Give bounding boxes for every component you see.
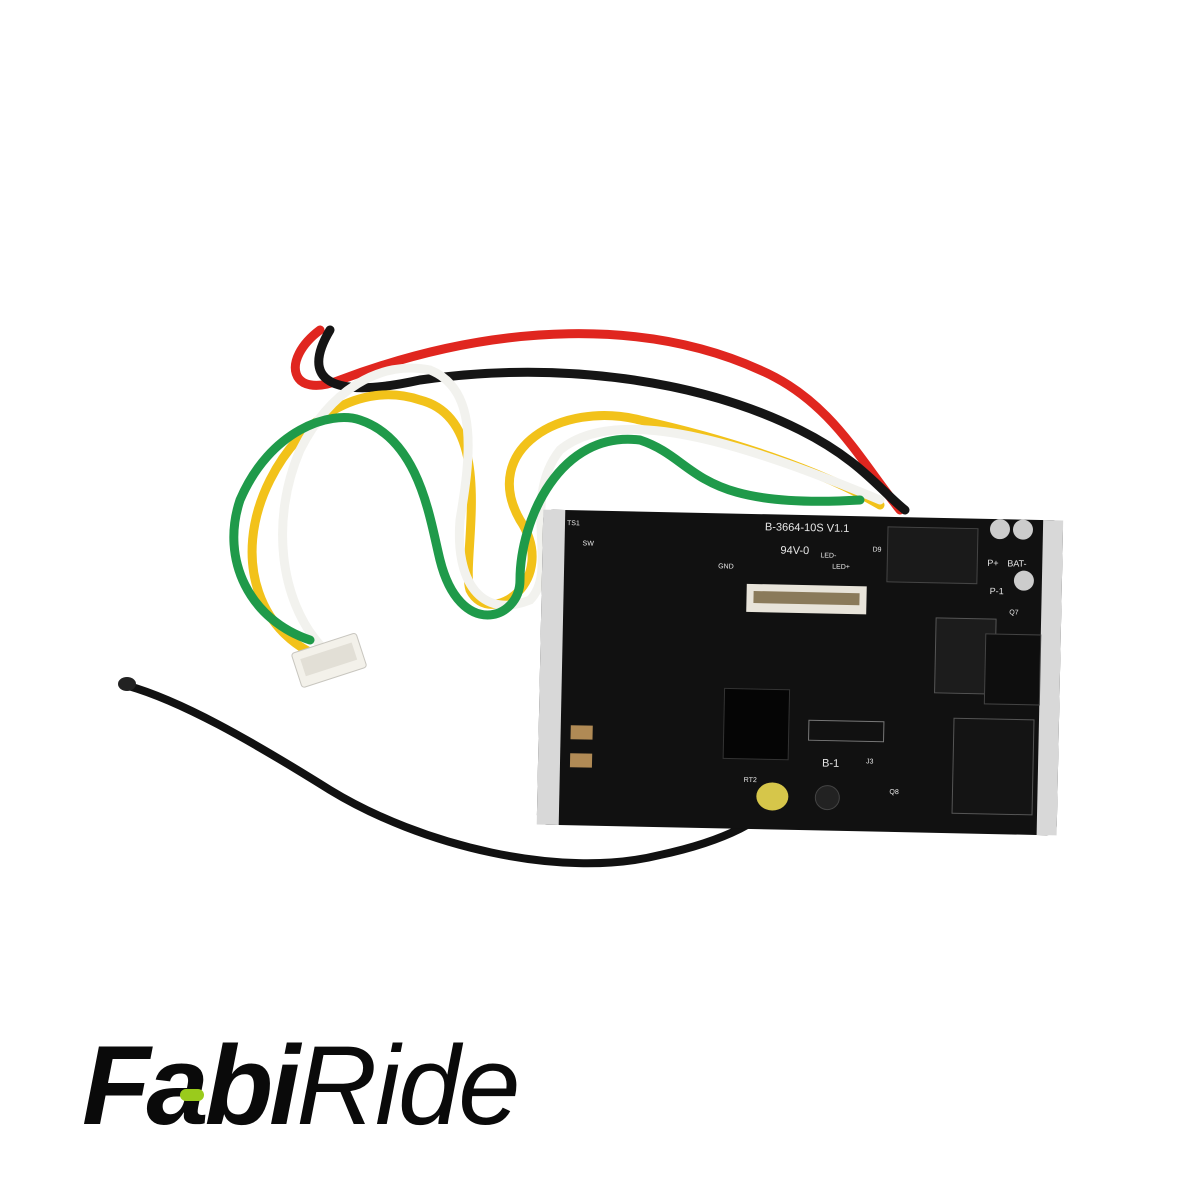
pad-label-p-plus: P+: [987, 558, 998, 568]
thermistor-tip: [118, 677, 136, 691]
silk-j3: J3: [866, 758, 874, 765]
green-wire: [229, 413, 865, 645]
silk-rt2: RT2: [744, 777, 757, 784]
brand-logo: Fabi Ride: [82, 1023, 521, 1148]
silk-led-minus: LED-: [820, 552, 837, 559]
silk-gnd: GND: [718, 563, 734, 570]
pcb-board: B-3664-10S V1.1 94V-0 B-1 P+ BAT- P-1 TS…: [536, 509, 1064, 836]
wire-harness: [121, 325, 910, 868]
red-wire: [290, 325, 905, 515]
pad-label-p1: P-1: [990, 586, 1004, 596]
board-model-label: B-3664-10S V1.1: [765, 521, 850, 535]
silk-q8: Q8: [889, 789, 899, 796]
black-wire: [314, 325, 910, 515]
silk-d9: D9: [872, 546, 881, 553]
board-connector-label: B-1: [822, 757, 839, 769]
board-rating-label: 94V-0: [780, 545, 809, 558]
white-wire: [278, 363, 885, 650]
logo-thin-text: Ride: [296, 1023, 520, 1148]
silk-led-plus: LED+: [832, 564, 850, 571]
sensor-wire: [121, 681, 794, 868]
pad-label-bat-minus: BAT-: [1007, 558, 1027, 568]
jst-connector: [291, 632, 367, 688]
silk-ts1: TS1: [567, 520, 580, 527]
logo-accent-dash: [180, 1089, 204, 1101]
silk-sw: SW: [583, 540, 595, 547]
logo-bold-text: Fabi: [82, 1023, 300, 1148]
silk-q7: Q7: [1009, 609, 1019, 616]
